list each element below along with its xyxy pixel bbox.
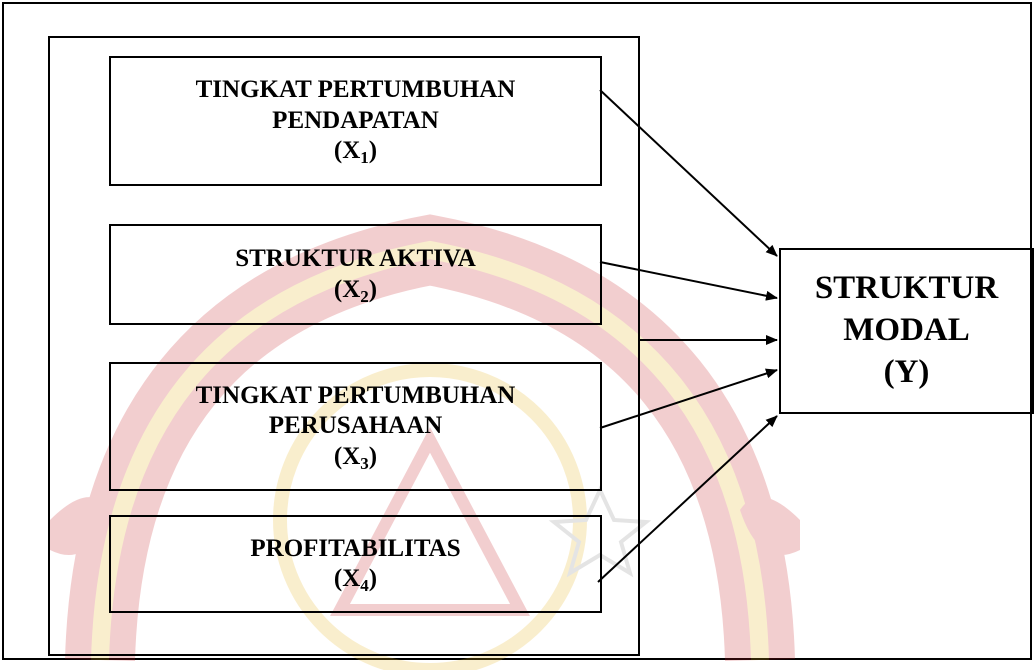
variable-x4-line1: PROFITABILITAS <box>250 534 461 562</box>
variable-x1-line2: PENDAPATAN <box>272 106 439 134</box>
variable-x1-symbol: (X1) <box>333 137 378 168</box>
variable-x3-symbol: (X3) <box>333 442 378 473</box>
university-seal-watermark <box>50 214 800 670</box>
variable-box-x2: STRUKTUR AKTIVA (X2) <box>109 224 602 325</box>
variable-box-x4: PROFITABILITAS (X4) <box>109 515 602 613</box>
arrow-x1-to-y <box>599 89 778 257</box>
variable-x1-line1: TINGKAT PERTUMBUHAN <box>195 76 516 104</box>
arrow-x3-to-y <box>599 368 778 429</box>
diagram-frame <box>2 2 1032 660</box>
variable-x2-symbol: (X2) <box>333 275 378 306</box>
dependent-variable-box: STRUKTUR MODAL (Y) <box>779 248 1034 414</box>
variable-box-x1: TINGKAT PERTUMBUHAN PENDAPATAN (X1) <box>109 56 602 186</box>
variable-x2-line1: STRUKTUR AKTIVA <box>235 245 476 272</box>
variable-x4-symbol: (X4) <box>333 565 378 595</box>
variable-box-x3: TINGKAT PERTUMBUHAN PERUSAHAAN (X3) <box>109 362 602 491</box>
arrow-x2-to-y <box>599 261 778 301</box>
dependent-line1: STRUKTUR <box>814 270 999 307</box>
dependent-line2: MODAL <box>843 312 970 349</box>
dependent-symbol: (Y) <box>883 353 930 390</box>
variable-x3-line2: PERUSAHAAN <box>268 412 443 440</box>
independent-variables-group <box>48 36 640 656</box>
arrow-x4-to-y <box>597 415 778 583</box>
variable-x3-line1: TINGKAT PERTUMBUHAN <box>195 381 516 409</box>
